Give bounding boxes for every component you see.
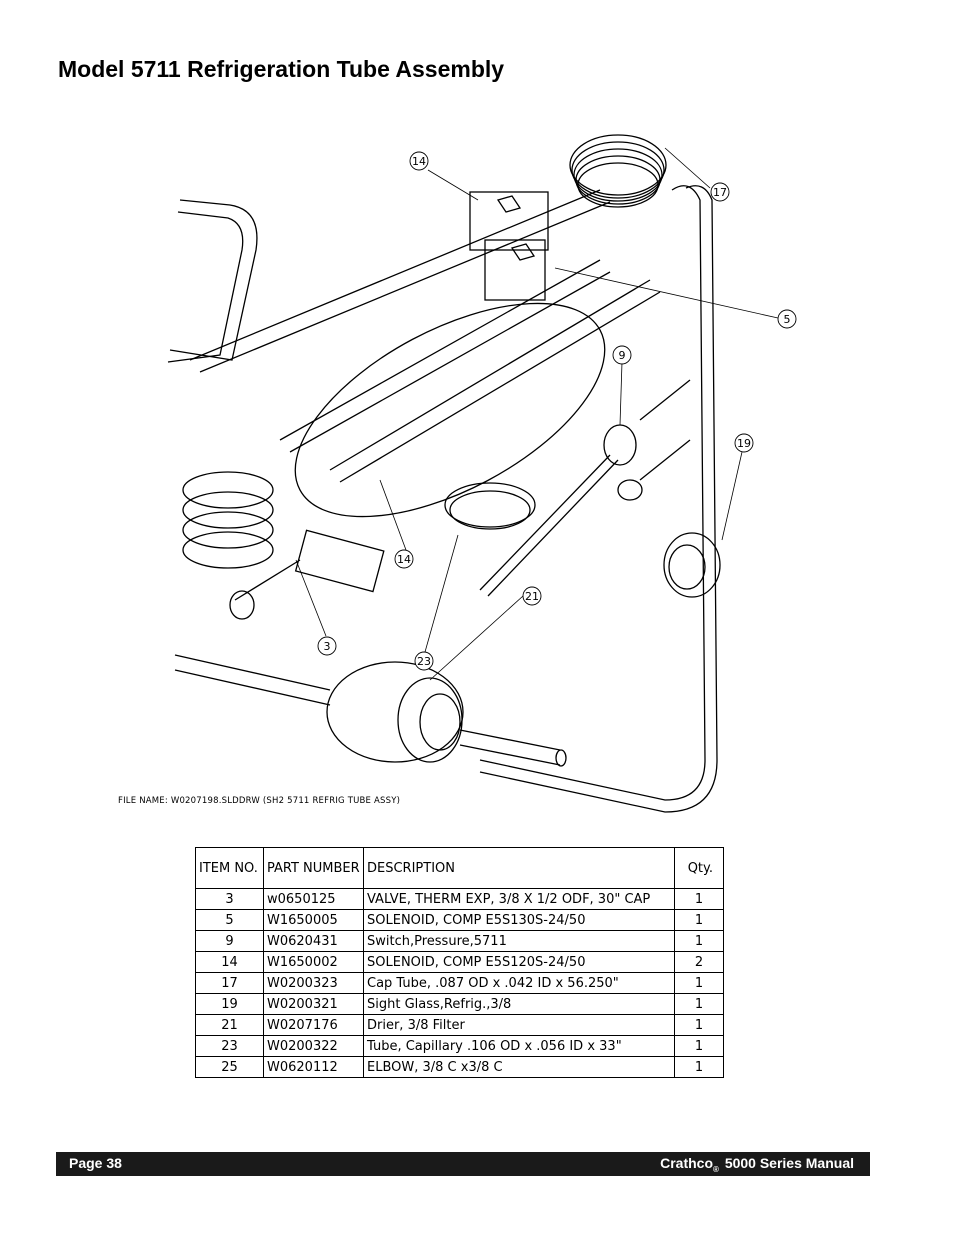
manual-title: Crathco® 5000 Series Manual: [660, 1155, 854, 1174]
table-header-row: ITEM NO. PART NUMBER DESCRIPTION Qty.: [195, 847, 724, 889]
refrigeration-assembly-drawing: 14 17 5 9 19 14 21 3 23: [167, 134, 797, 813]
brand-name: Crathco: [660, 1155, 714, 1171]
part-number-cell: w0650125: [263, 888, 364, 910]
part-number-cell: W1650002: [263, 951, 364, 973]
qty-cell: 1: [674, 888, 724, 910]
item-no-cell: 5: [195, 909, 264, 931]
description-cell: SOLENOID, COMP E5S120S-24/50: [363, 951, 675, 973]
callout-17: 17: [713, 186, 727, 199]
item-no-cell: 19: [195, 993, 264, 1015]
qty-cell: 1: [674, 972, 724, 994]
callout-9: 9: [619, 349, 626, 362]
item-no-cell: 3: [195, 888, 264, 910]
callout-23: 23: [417, 655, 431, 668]
part-number-cell: W1650005: [263, 909, 364, 931]
part-number-cell: W0620112: [263, 1056, 364, 1078]
callout-19: 19: [737, 437, 751, 450]
description-cell: Cap Tube, .087 OD x .042 ID x 56.250": [363, 972, 675, 994]
qty-cell: 1: [674, 993, 724, 1015]
cap-tube-coil: [569, 134, 667, 208]
header-qty: Qty.: [674, 847, 724, 889]
page-footer: Page 38 Crathco® 5000 Series Manual: [56, 1152, 870, 1176]
part-number-cell: W0207176: [263, 1014, 364, 1036]
description-cell: ELBOW, 3/8 C x3/8 C: [363, 1056, 675, 1078]
item-no-cell: 21: [195, 1014, 264, 1036]
item-no-cell: 25: [195, 1056, 264, 1078]
description-cell: VALVE, THERM EXP, 3/8 X 1/2 ODF, 30" CAP: [363, 888, 675, 910]
description-cell: Drier, 3/8 Filter: [363, 1014, 675, 1036]
description-cell: Tube, Capillary .106 OD x .056 ID x 33": [363, 1035, 675, 1057]
qty-cell: 1: [674, 930, 724, 952]
callout-3: 3: [324, 640, 331, 653]
registered-mark: ®: [713, 1164, 719, 1174]
part-number-cell: W0200323: [263, 972, 364, 994]
callout-14a: 14: [412, 155, 426, 168]
item-no-cell: 23: [195, 1035, 264, 1057]
description-cell: Sight Glass,Refrig.,3/8: [363, 993, 675, 1015]
item-no-cell: 17: [195, 972, 264, 994]
header-part-number: PART NUMBER: [263, 847, 364, 889]
description-cell: SOLENOID, COMP E5S130S-24/50: [363, 909, 675, 931]
part-number-cell: W0200322: [263, 1035, 364, 1057]
qty-cell: 2: [674, 951, 724, 973]
header-description: DESCRIPTION: [363, 847, 675, 889]
callout-14b: 14: [397, 553, 411, 566]
part-number-cell: W0200321: [263, 993, 364, 1015]
qty-cell: 1: [674, 1014, 724, 1036]
item-no-cell: 9: [195, 930, 264, 952]
item-no-cell: 14: [195, 951, 264, 973]
callout-5: 5: [784, 313, 791, 326]
qty-cell: 1: [674, 909, 724, 931]
qty-cell: 1: [674, 1056, 724, 1078]
page-title: Model 5711 Refrigeration Tube Assembly: [58, 56, 505, 82]
description-cell: Switch,Pressure,5711: [363, 930, 675, 952]
callout-21: 21: [525, 590, 539, 603]
manual-name: 5000 Series Manual: [724, 1155, 854, 1171]
qty-cell: 1: [674, 1035, 724, 1057]
page-number: Page 38: [69, 1155, 122, 1171]
file-name-label: FILE NAME: W0207198.SLDDRW (SH2 5711 REF…: [118, 796, 401, 806]
header-item-no: ITEM NO.: [195, 847, 264, 889]
part-number-cell: W0620431: [263, 930, 364, 952]
